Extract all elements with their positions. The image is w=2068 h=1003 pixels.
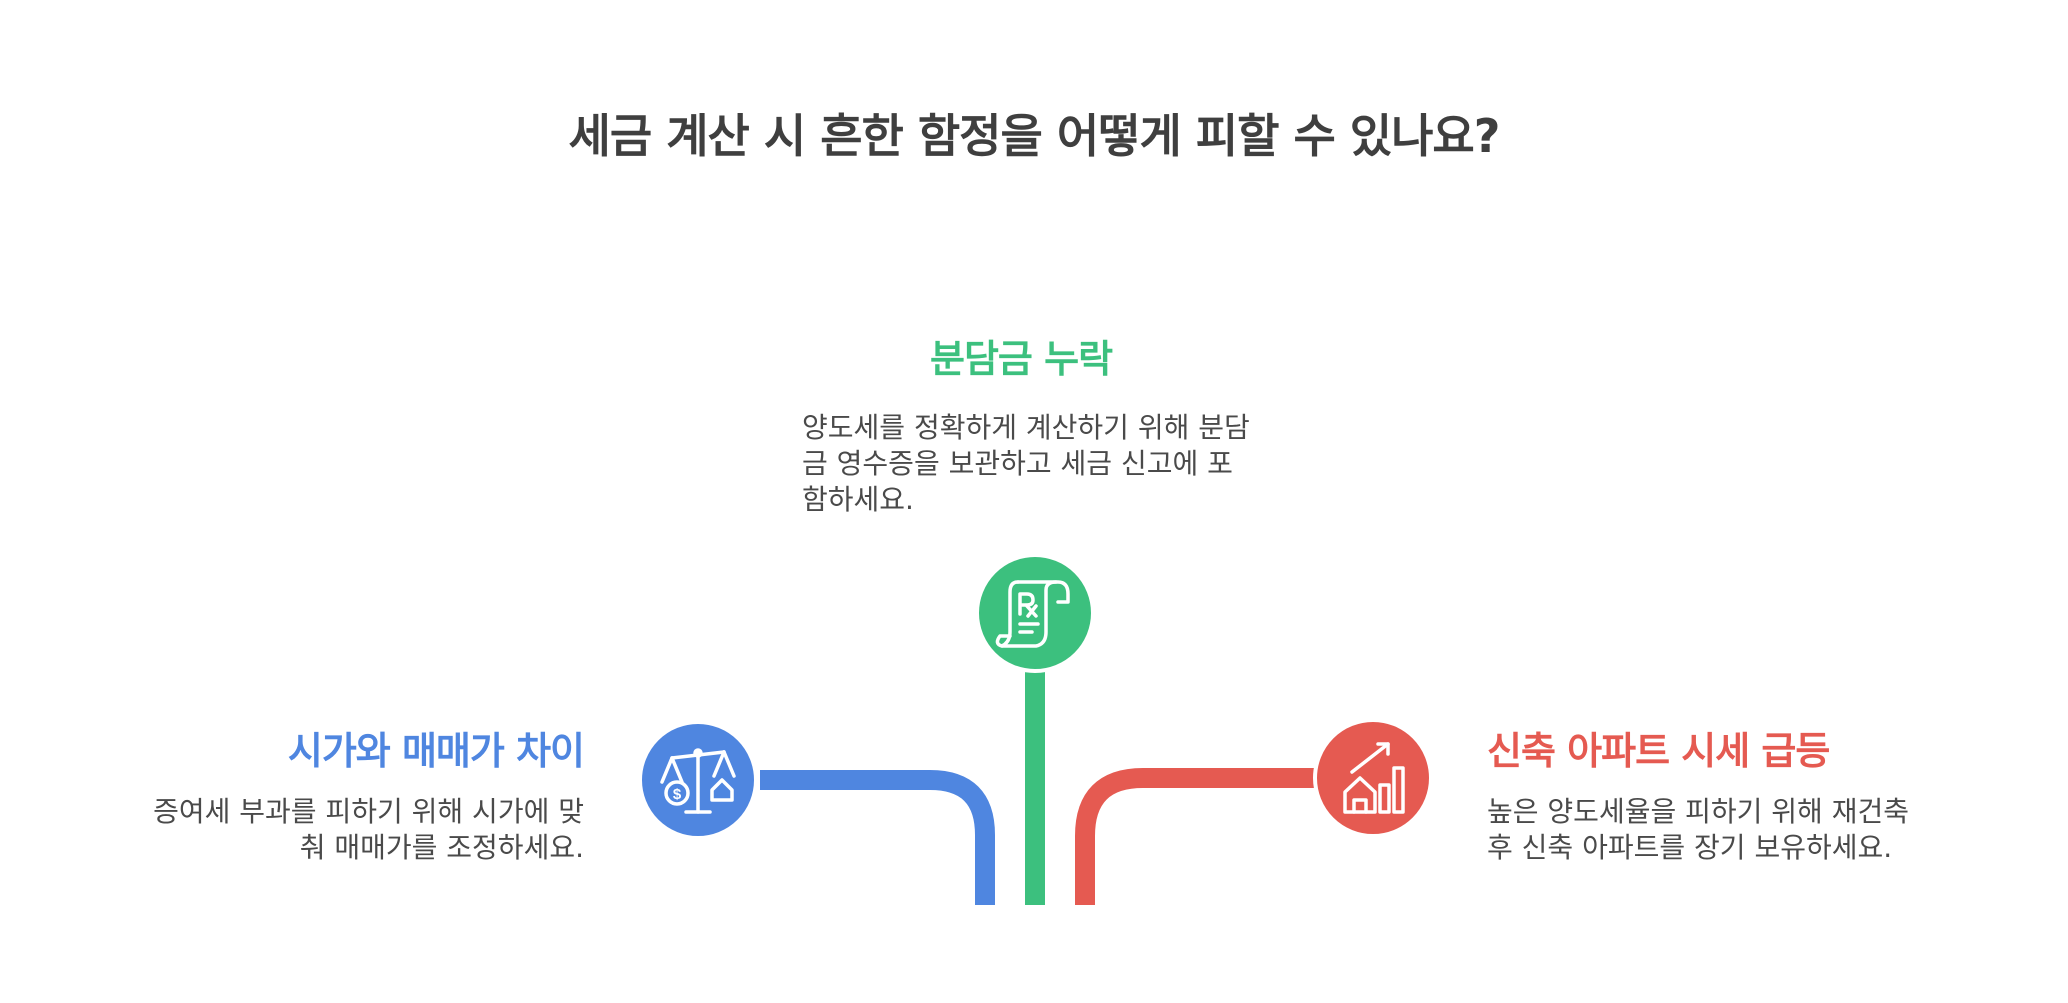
page-title: 세금 계산 시 흔한 함정을 어떻게 피할 수 있나요?: [568, 109, 1501, 163]
heading-market-vs-sale-price: 시가와 매매가 차이: [287, 729, 585, 773]
heading-contribution-omission: 분담금 누락: [930, 337, 1113, 381]
description-line: 양도세를 정확하게 계산하기 위해 분담: [802, 411, 1250, 444]
house-rising-chart-icon: [1313, 718, 1433, 838]
description-market-vs-sale-price: 증여세 부과를 피하기 위해 시가에 맞 춰 매매가를 조정하세요.: [64, 794, 584, 866]
description-line: 후 신축 아파트를 장기 보유하세요.: [1487, 831, 1893, 864]
svg-text:$: $: [673, 786, 682, 803]
receipt-rx-icon: [975, 553, 1095, 673]
left-connector-line: [760, 770, 995, 905]
description-line: 춰 매매가를 조정하세요.: [299, 831, 584, 864]
description-contribution-omission: 양도세를 정확하게 계산하기 위해 분담 금 영수증을 보관하고 세금 신고에 …: [802, 410, 1282, 518]
description-line: 금 영수증을 보관하고 세금 신고에 포: [802, 447, 1233, 480]
scale-money-house-icon: $: [638, 720, 758, 840]
description-line: 증여세 부과를 피하기 위해 시가에 맞: [153, 795, 584, 828]
description-line: 함하세요.: [802, 483, 914, 516]
heading-new-apartment-price-surge: 신축 아파트 시세 급등: [1487, 729, 1830, 773]
description-new-apartment-price-surge: 높은 양도세율을 피하기 위해 재건축 후 신축 아파트를 장기 보유하세요.: [1487, 794, 2007, 866]
right-connector-line: [1075, 768, 1315, 905]
description-line: 높은 양도세율을 피하기 위해 재건축: [1487, 795, 1910, 828]
